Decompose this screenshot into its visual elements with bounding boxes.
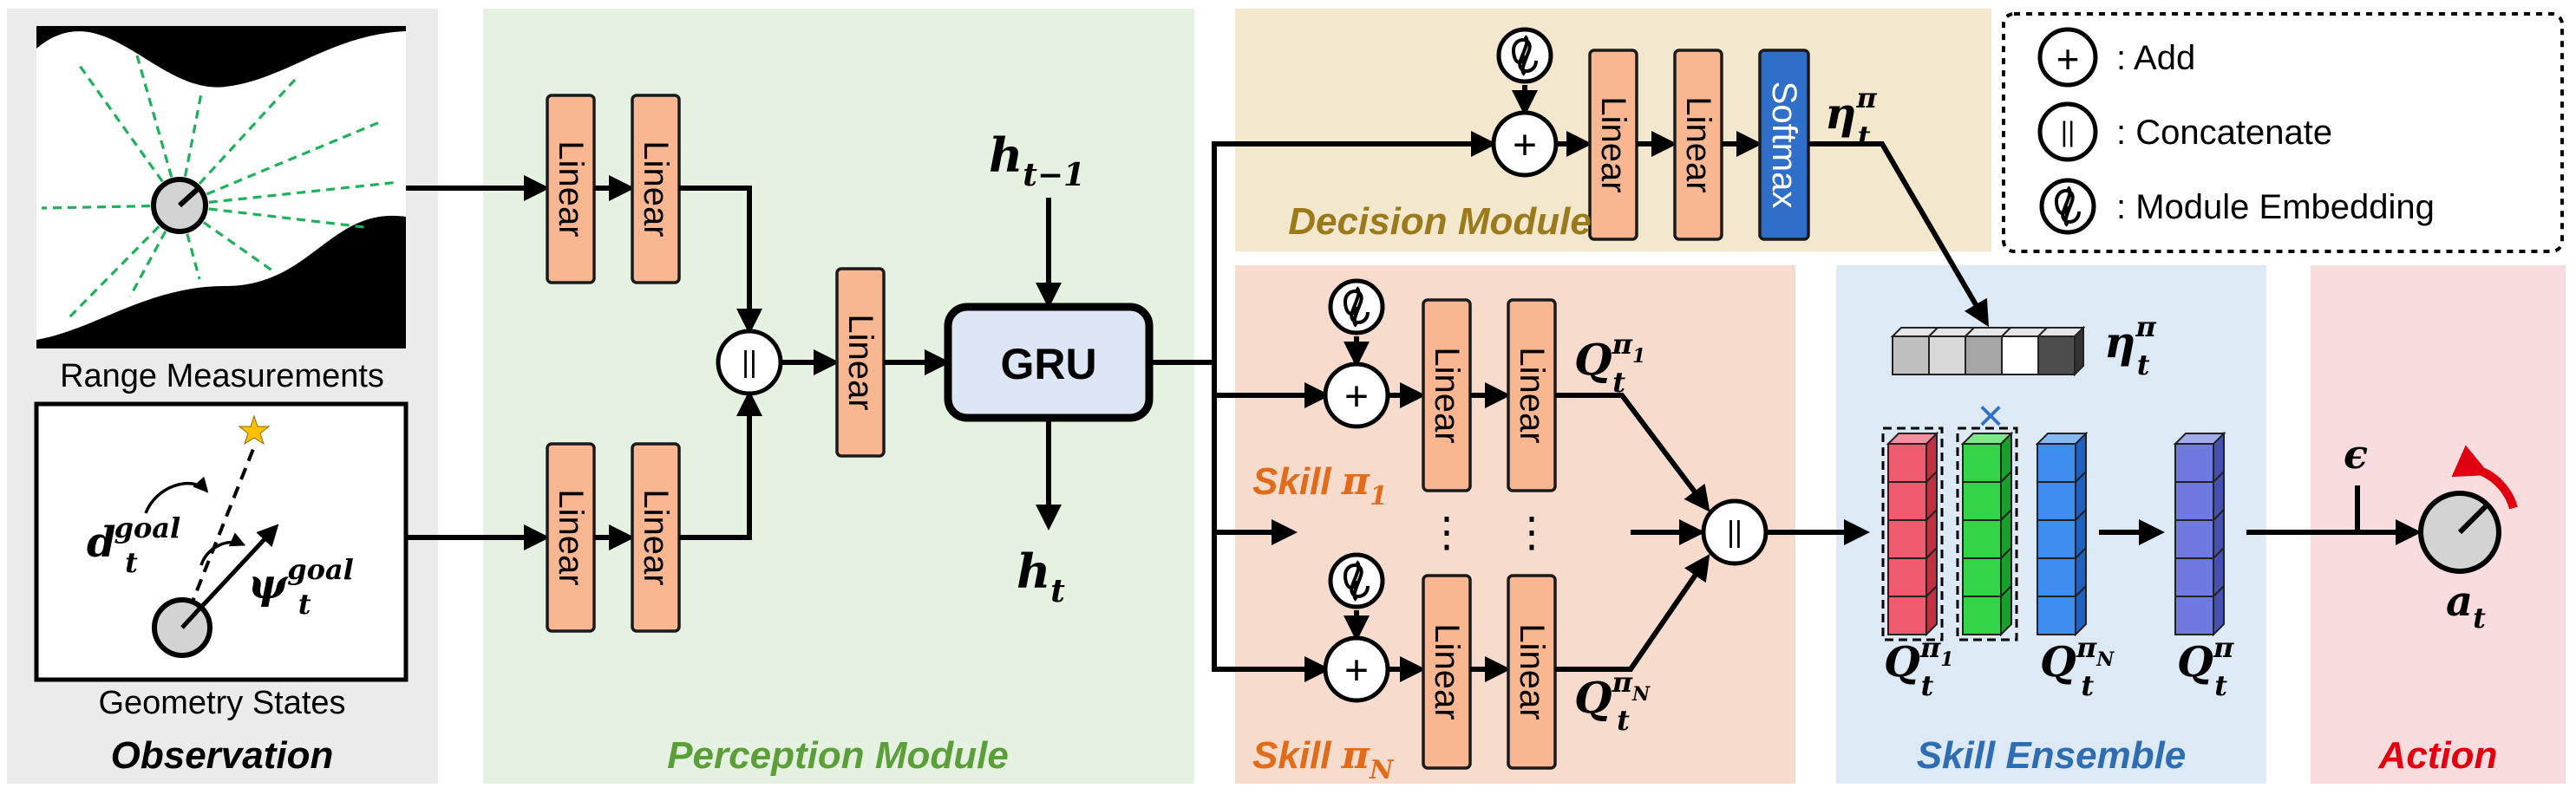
skill1-title: Skill π1 — [1252, 459, 1388, 511]
action-title: Action — [2378, 734, 2498, 777]
range-caption: Range Measurements — [60, 358, 384, 394]
skillN-add-node: + — [1323, 635, 1390, 703]
ensemble-q-stack — [2173, 431, 2226, 637]
svg-text:Linear: Linear — [1594, 96, 1632, 192]
skill1-linear-1: Linear — [1422, 298, 1472, 492]
legend-add-label: : Add — [2116, 39, 2195, 77]
ensemble-q1-column — [1881, 427, 1944, 641]
skillN-linear-2: Linear — [1507, 574, 1557, 770]
svg-text:||: || — [742, 346, 757, 379]
svg-text:+: + — [1344, 374, 1369, 420]
h-prev-label: ht−1 — [989, 127, 1085, 193]
svg-text:+: + — [2056, 36, 2080, 81]
skillN-embedding-icon — [1330, 555, 1383, 607]
legend-embedding-label: : Module Embedding — [2116, 188, 2435, 226]
ensemble-q-column — [2173, 431, 2226, 637]
ensemble-eta-bar — [1890, 325, 2086, 377]
svg-text:Linear: Linear — [637, 140, 675, 237]
legend-concat-icon: || — [2037, 101, 2098, 162]
svg-text:Linear: Linear — [1428, 623, 1466, 720]
skill1-embedding-icon — [1330, 281, 1383, 333]
decision-embedding-icon — [1499, 29, 1551, 81]
svg-text:Linear: Linear — [552, 489, 590, 585]
perception-linear-merge: Linear — [835, 267, 886, 458]
svg-text:Linear: Linear — [1679, 96, 1717, 192]
svg-text:Linear: Linear — [841, 314, 879, 410]
observation-title: Observation — [111, 734, 334, 777]
range-measurement-image — [36, 26, 406, 348]
decision-linear-2: Linear — [1673, 49, 1723, 241]
decision-add-node: + — [1491, 110, 1559, 178]
legend-add-icon: + — [2037, 27, 2098, 88]
svg-text:Linear: Linear — [1513, 347, 1551, 443]
decision-linear-1: Linear — [1588, 49, 1638, 241]
eta-cell — [1965, 335, 2003, 375]
legend: + : Add || : Concatenate : Module Embedd… — [2002, 12, 2564, 253]
eta-cell — [2037, 335, 2076, 375]
a-t-label: at — [2446, 577, 2486, 635]
svg-text:GRU: GRU — [1000, 340, 1096, 388]
perception-concat-node: || — [716, 329, 783, 396]
ensemble-q-columns — [1881, 427, 2089, 641]
skill-ellipsis-1: ⋮ — [1426, 510, 1468, 556]
svg-text:||: || — [2061, 116, 2076, 147]
decision-title: Decision Module — [1288, 200, 1592, 243]
svg-text:||: || — [1727, 516, 1742, 549]
legend-concat-label: : Concatenate — [2116, 114, 2332, 152]
skill-ellipsis-2: ⋮ — [1511, 510, 1553, 556]
legend-embedding-icon — [2042, 180, 2094, 232]
skillN-linear-1: Linear — [1422, 574, 1472, 770]
geometry-caption: Geometry States — [98, 685, 345, 721]
skill1-linear-2: Linear — [1507, 298, 1557, 492]
perception-linear-bottom-1: Linear — [546, 442, 596, 633]
eta-cell — [1928, 335, 1966, 375]
svg-text:Linear: Linear — [1513, 623, 1551, 720]
geometry-state-image — [34, 401, 409, 682]
svg-text:Softmax: Softmax — [1765, 81, 1803, 209]
ensemble-qN-column — [2035, 431, 2089, 637]
perception-linear-top-2: Linear — [631, 94, 681, 284]
perception-linear-top-1: Linear — [546, 94, 596, 284]
gru-block: GRU — [944, 303, 1154, 422]
svg-text:+: + — [1344, 648, 1369, 694]
svg-text:Linear: Linear — [552, 140, 590, 237]
softmax-block: Softmax — [1758, 49, 1810, 241]
svg-text:+: + — [1513, 123, 1537, 169]
ensemble-title: Skill Ensemble — [1917, 734, 2187, 777]
skillN-title: Skill πN — [1252, 733, 1395, 785]
svg-text:Linear: Linear — [637, 489, 675, 585]
svg-text:Linear: Linear — [1428, 347, 1466, 443]
skill1-add-node: + — [1323, 361, 1390, 429]
skill-concat-node: || — [1701, 498, 1769, 566]
ensemble-q2-column — [1956, 427, 2018, 641]
epsilon-label: ϵ — [2344, 431, 2368, 478]
perception-title: Perception Module — [667, 734, 1009, 777]
eta-cell — [2001, 335, 2039, 375]
action-agent-icon — [2418, 445, 2518, 574]
eta-cell — [1892, 335, 1930, 375]
h-t-label: ht — [1017, 544, 1065, 609]
perception-linear-bottom-2: Linear — [631, 442, 681, 633]
